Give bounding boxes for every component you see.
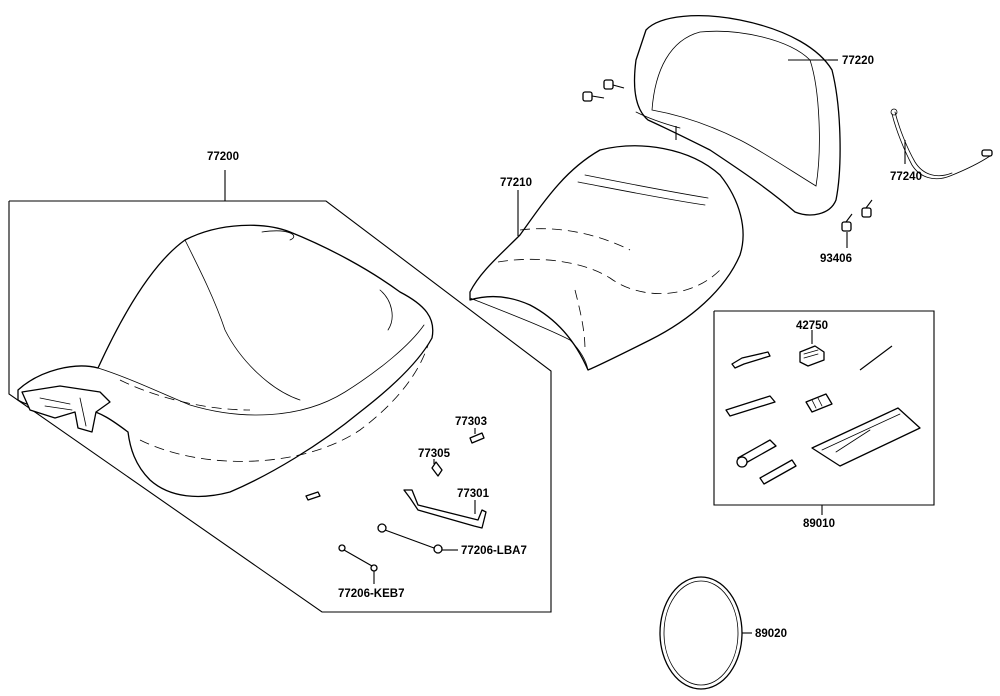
seat-hardware: [305, 428, 487, 584]
label-77303: 77303: [455, 416, 487, 428]
toolkit-frame: [713, 310, 935, 515]
label-42750: 42750: [796, 320, 828, 332]
label-77206-keb7: 77206-KEB7: [338, 588, 404, 600]
backrest-bolts: [582, 79, 873, 248]
label-77301: 77301: [457, 488, 490, 500]
label-77240: 77240: [890, 171, 922, 183]
label-77210: 77210: [500, 177, 532, 189]
main-seat: [17, 224, 434, 498]
label-93406: 93406: [820, 253, 852, 265]
label-89020: 89020: [755, 628, 787, 640]
label-89010: 89010: [803, 518, 835, 530]
label-77200: 77200: [207, 151, 239, 163]
seat-cable: [890, 108, 993, 180]
toolkit-items: [725, 345, 921, 485]
seat-group-frame: [8, 170, 552, 613]
label-77220: 77220: [842, 55, 874, 67]
label-77206-lba7: 77206-LBA7: [461, 545, 527, 557]
backrest: [633, 15, 841, 216]
passenger-seat: [469, 145, 744, 371]
label-77305: 77305: [418, 448, 451, 460]
o-ring: [659, 576, 752, 690]
